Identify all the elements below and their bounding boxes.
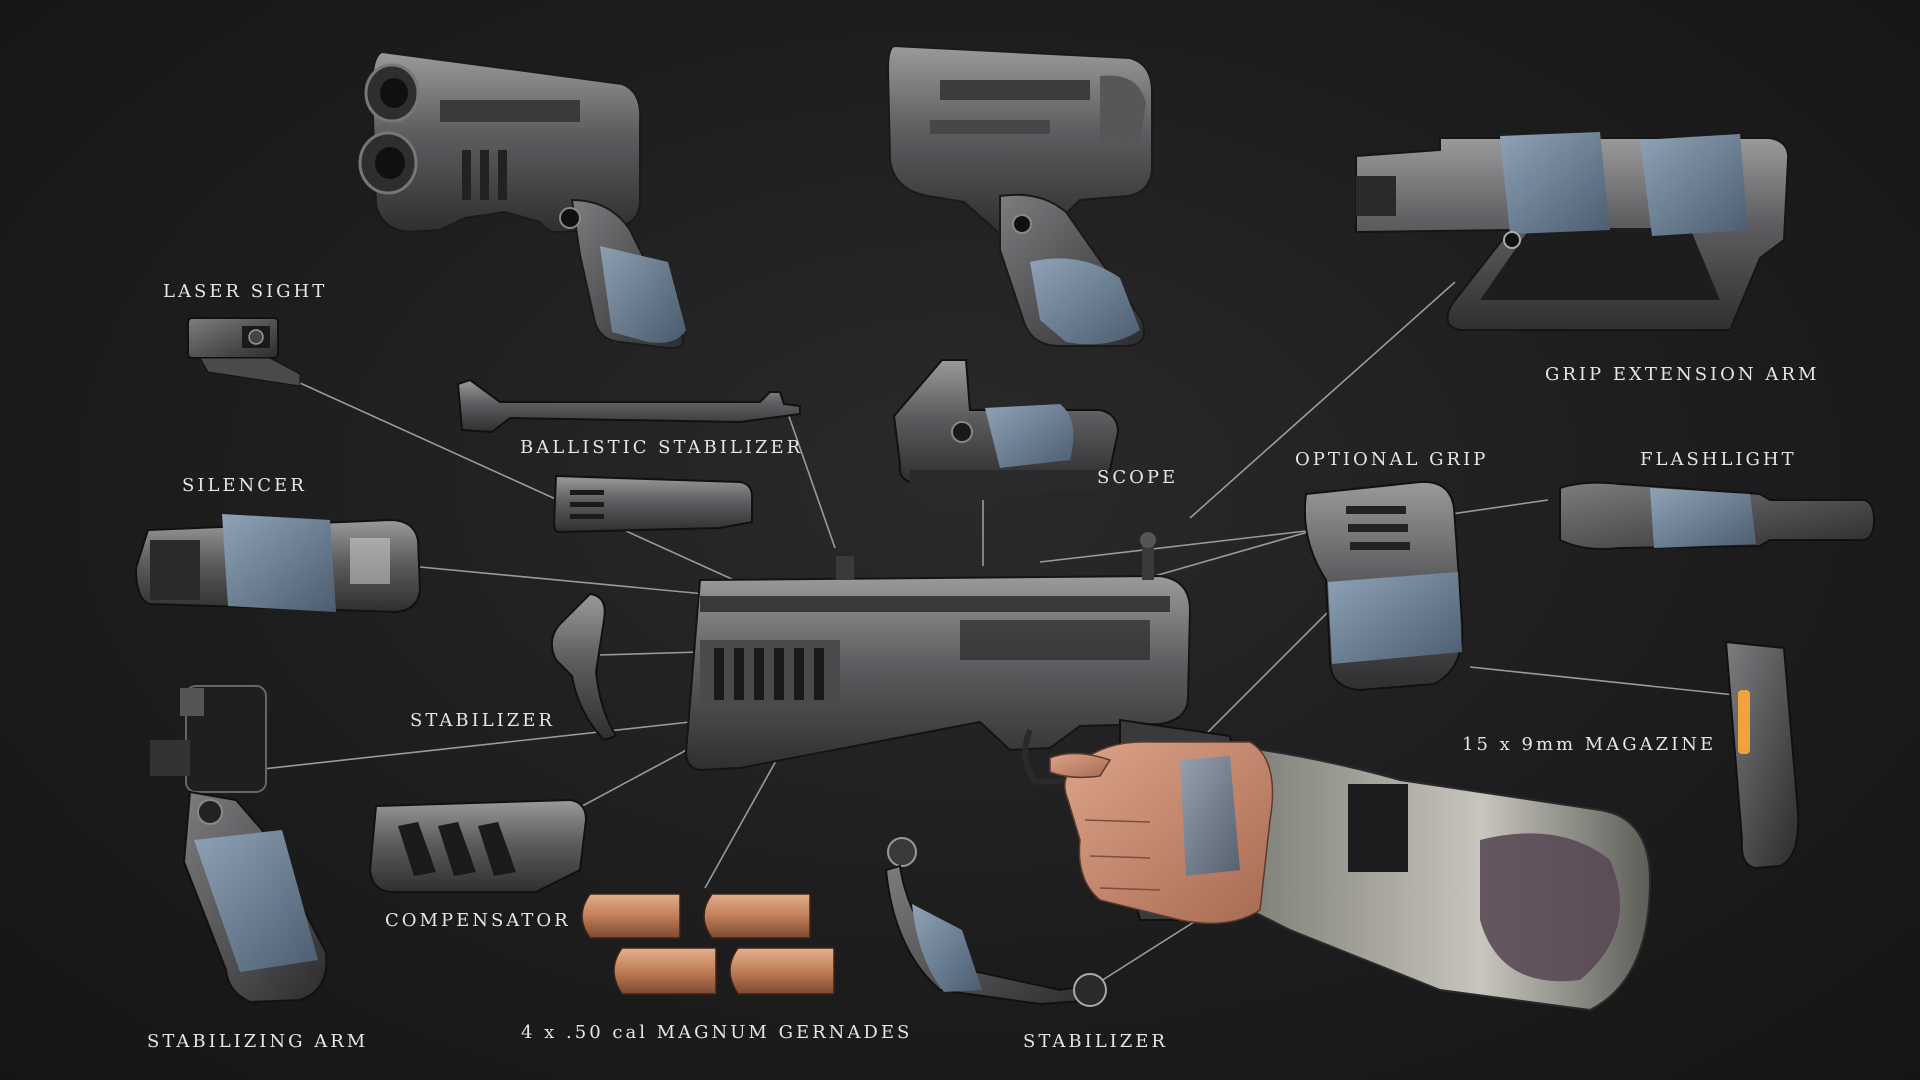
label-ballistic-stabilizer: BALLISTIC STABILIZER	[520, 437, 804, 458]
grip-extension-arm-part	[1355, 132, 1790, 331]
optional-grip-part	[1303, 480, 1464, 692]
magazine-led-icon	[1738, 690, 1750, 754]
leader-silencer	[419, 566, 706, 595]
label-optional-grip: OPTIONAL GRIP	[1295, 449, 1489, 470]
leader-laser-sight	[299, 382, 746, 586]
label-stabilizing-arm: STABILIZING ARM	[147, 1031, 369, 1052]
grenade-round-icon	[703, 893, 811, 939]
grenade-rounds	[581, 893, 835, 995]
grenade-round-icon	[613, 947, 717, 995]
leader-stabilizing-arm	[234, 721, 691, 773]
grenade-round-icon	[581, 893, 681, 939]
leader-stabilizer-bottom	[1089, 914, 1206, 989]
magazine-part	[1724, 640, 1800, 870]
label-grenades: 4 x .50 cal MAGNUM GERNADES	[521, 1022, 913, 1043]
ballistic-stabilizer-part	[456, 378, 801, 434]
compensator-part	[368, 798, 588, 893]
label-laser-sight: LASER SIGHT	[163, 281, 328, 302]
leader-optional-grip-2	[1129, 529, 1316, 584]
main-pistol-assembly	[684, 532, 1652, 1012]
pistol-view-side	[886, 44, 1153, 347]
silencer-part	[134, 514, 422, 614]
label-stabilizer-left: STABILIZER	[410, 710, 555, 731]
leader-magazine	[1469, 666, 1736, 696]
laser-sight-part	[187, 317, 301, 387]
label-scope: SCOPE	[1097, 467, 1179, 488]
leader-ballistic-stabilizer	[784, 404, 836, 549]
label-silencer: SILENCER	[182, 475, 307, 496]
stabilizer-left-part	[550, 592, 618, 742]
leader-stabilizer-left	[599, 651, 701, 656]
grenade-round-icon	[729, 947, 835, 995]
flashlight-part	[1559, 481, 1876, 550]
leader-grip-extension-arm	[1189, 281, 1456, 519]
scope-part	[892, 359, 1120, 492]
leader-optional-grip	[1039, 529, 1316, 563]
barrel-part	[552, 474, 753, 534]
label-magazine: 15 x 9mm MAGAZINE	[1462, 734, 1717, 755]
pistol-view-front	[358, 50, 686, 350]
leader-lines	[234, 281, 1736, 989]
stabilizer-bottom-part	[884, 837, 1107, 1007]
label-grip-extension-arm: GRIP EXTENSION ARM	[1545, 364, 1820, 385]
label-flashlight: FLASHLIGHT	[1640, 449, 1797, 470]
label-compensator: COMPENSATOR	[385, 910, 571, 931]
label-stabilizer-bottom: STABILIZER	[1023, 1031, 1168, 1052]
stabilizing-arm-part	[150, 685, 328, 1004]
